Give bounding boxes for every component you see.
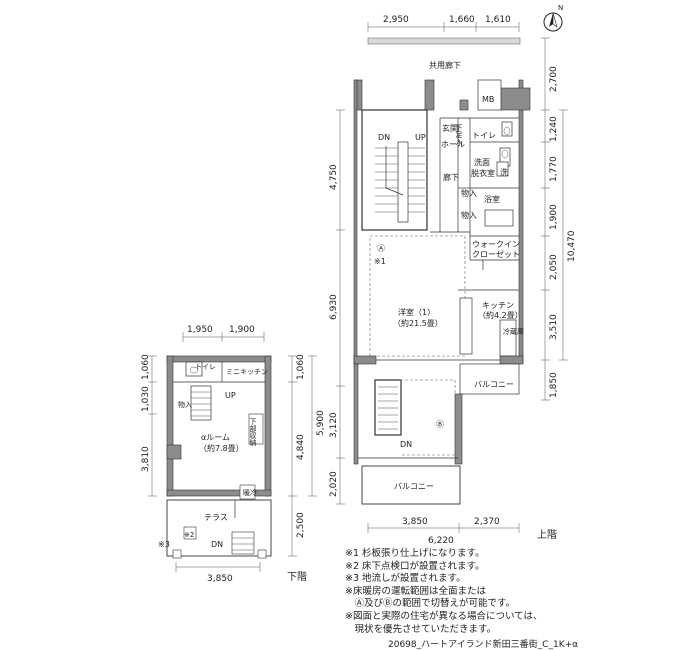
property-code: 20698_ハートアイランド新田三番街_C_1K+α (388, 640, 579, 650)
lower-top-dim-1: 1,950 (187, 325, 213, 335)
upper-stair-treads (375, 146, 425, 213)
alpha-room-label: αルーム (201, 433, 230, 442)
lower-left-dim-3: 3,810 (141, 446, 151, 472)
under-storage-label: 下部収納 (249, 418, 257, 447)
lower-dn-label: DN (211, 540, 223, 549)
fridge-label: 冷蔵庫 (503, 327, 524, 336)
lower-storage-label: 物入 (178, 400, 192, 409)
upper-bottom-dim-1: 3,850 (402, 517, 428, 527)
lower-right-dim-4: 2,500 (296, 512, 306, 538)
upper-left-dim-2: 6,930 (329, 294, 339, 320)
note3-mark: ※3 (158, 540, 170, 549)
lower-top-dim-2: 1,900 (229, 325, 255, 335)
entrance-label: 玄関 (442, 123, 458, 133)
note-line: 現状を優先させていただきます。 (345, 623, 497, 635)
small-balcony-label: バルコニー (474, 380, 514, 389)
dressing-room-label: 脱衣室 (471, 168, 495, 178)
upper-left-dim-1: 4,750 (329, 164, 339, 190)
mini-kitchen-label: ミニキッチン (226, 368, 268, 376)
north-compass-icon: N (543, 4, 563, 32)
alpha-room-size: （約7.8畳） (199, 443, 244, 453)
upper-top-dim-2: 1,660 (449, 15, 475, 25)
kitchen-label: キッチン (482, 301, 514, 310)
upper-top-dim-3: 1,610 (485, 15, 511, 25)
lower-aircon-label: 暖冷 (243, 488, 257, 497)
note-line: Ⓐ及びⒷの範囲で切替えが可能です。 (345, 598, 516, 610)
upper-stair-dn-label: DN (378, 133, 390, 142)
mark-b: Ⓑ (436, 420, 444, 429)
note-line: ※床暖房の運転範囲は全面または (345, 585, 486, 597)
upper-floor: 2,950 1,660 1,610 N 共用廊下 MB (329, 4, 577, 546)
upper-right-dim-6: 3,510 (549, 314, 559, 340)
lower-right-dim-3: 5,900 (316, 410, 326, 436)
upper-bottom-dim-2: 2,370 (474, 517, 500, 527)
upper-bottom-total: 6,220 (428, 536, 454, 546)
lower-floor: 1,950 1,900 トイレ ミニキッチン UP 物入 下部収納 αルーム （… (141, 325, 326, 584)
lower-right-dim-2: 4,840 (296, 434, 306, 460)
western-room-size: （約21.5畳） (393, 318, 443, 328)
balcony-label: バルコニー (394, 482, 434, 491)
lower-toilet-label: トイレ (195, 363, 216, 371)
upper-right-dim-1: 2,700 (549, 66, 559, 92)
corridor-label: 共用廊下 (429, 60, 461, 70)
storage-label-1: 物入 (461, 188, 477, 198)
lower-stair-treads (378, 386, 398, 430)
upper-right-dim-7: 1,850 (549, 372, 559, 398)
toilet-label: トイレ (472, 131, 496, 140)
upper-stair-up-label: UP (415, 133, 426, 142)
upper-left-dim-4: 2,020 (329, 471, 339, 497)
closet-label: クローゼット (472, 249, 520, 259)
note-line: ※2 床下点検口が設置されます。 (345, 560, 485, 572)
washer-label: 洗 (500, 167, 508, 177)
upper-top-dim-1: 2,950 (383, 15, 409, 25)
hallway-label: 廊下 (443, 172, 459, 182)
kitchen-size: （約4.2畳） (478, 310, 523, 320)
note-line: ※1 杉板張り仕上げになります。 (345, 548, 485, 559)
mb-label: MB (482, 95, 494, 104)
notes-block: ※1 杉板張り仕上げになります。 ※2 床下点検口が設置されます。 ※3 地流し… (345, 548, 690, 636)
compass-north-label: N (558, 4, 563, 12)
lower-level-label: 下階 (287, 571, 307, 583)
walkin-label: ウォークイン (472, 240, 520, 249)
mark-a: Ⓐ (377, 244, 385, 253)
western-room-label: 洋室（1） (398, 307, 435, 317)
note-line: ※図面と実際の住宅が異なる場合については、 (345, 610, 543, 622)
upper-right-dim-4: 1,900 (549, 204, 559, 230)
terrace-label: テラス (204, 513, 228, 522)
wash-label: 洗面 (474, 157, 490, 167)
shoe-storage-label: 下足入 (455, 124, 463, 145)
upper-right-dim-3: 1,770 (549, 156, 559, 182)
lower-left-dim-2: 1,030 (141, 386, 151, 412)
upper-level-label: 上階 (537, 529, 557, 541)
note1-mark: ※1 (374, 257, 386, 266)
lower-left-dim-1: 1,060 (141, 354, 151, 380)
upper-right-total: 10,470 (567, 230, 577, 262)
upper-right-dim-2: 1,240 (549, 116, 559, 142)
storage-label-2: 物入 (461, 210, 477, 220)
lower-bottom-total: 3,850 (207, 574, 233, 584)
note-line: ※3 地流しが設置されます。 (345, 573, 466, 585)
upper-right-dim-5: 2,050 (549, 254, 559, 280)
upper-left-dim-3: 3,120 (329, 412, 339, 438)
lower-right-dim-1: 1,060 (296, 354, 306, 380)
bath-label: 浴室 (484, 194, 500, 204)
hall-label: ホール (441, 140, 465, 149)
lower-up-label: UP (225, 391, 236, 400)
upper-stair-dn2-label: DN (400, 440, 412, 449)
drain-mark: ※2 (184, 531, 194, 539)
